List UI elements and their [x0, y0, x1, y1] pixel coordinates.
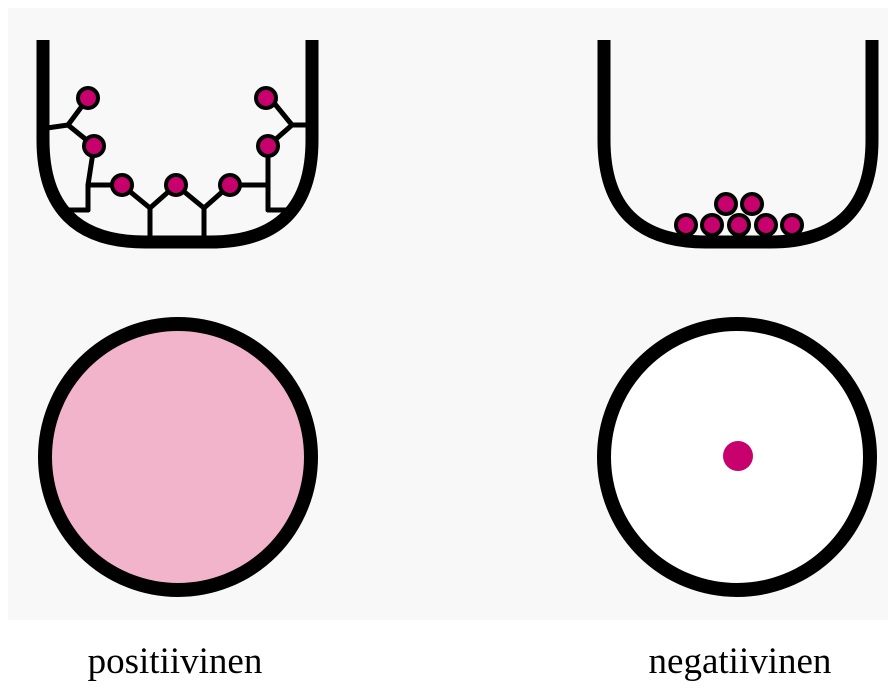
red-blood-cell [716, 194, 736, 214]
red-blood-cell [702, 215, 722, 235]
positive-well-top-view [45, 324, 311, 590]
red-blood-cell [220, 175, 240, 195]
red-blood-cell [256, 88, 276, 108]
negative-button-dot [723, 441, 753, 471]
red-blood-cell [676, 215, 696, 235]
red-blood-cell [729, 215, 749, 235]
negative-well-side-view [604, 40, 872, 242]
red-blood-cell [112, 175, 132, 195]
red-blood-cell [756, 215, 776, 235]
positive-label: positiivinen [60, 640, 290, 684]
red-blood-cell [742, 194, 762, 214]
negative-well-outline [604, 40, 872, 242]
red-blood-cell [84, 136, 104, 156]
positive-particles [78, 88, 278, 195]
positive-lattice-network [47, 98, 306, 236]
negative-sediment-particles [676, 194, 802, 235]
red-blood-cell [166, 175, 186, 195]
red-blood-cell [78, 88, 98, 108]
red-blood-cell [782, 215, 802, 235]
negative-label: negatiivinen [610, 640, 870, 684]
positive-well-side-view [43, 40, 312, 242]
negative-well-top-view [604, 324, 870, 590]
red-blood-cell [258, 136, 278, 156]
